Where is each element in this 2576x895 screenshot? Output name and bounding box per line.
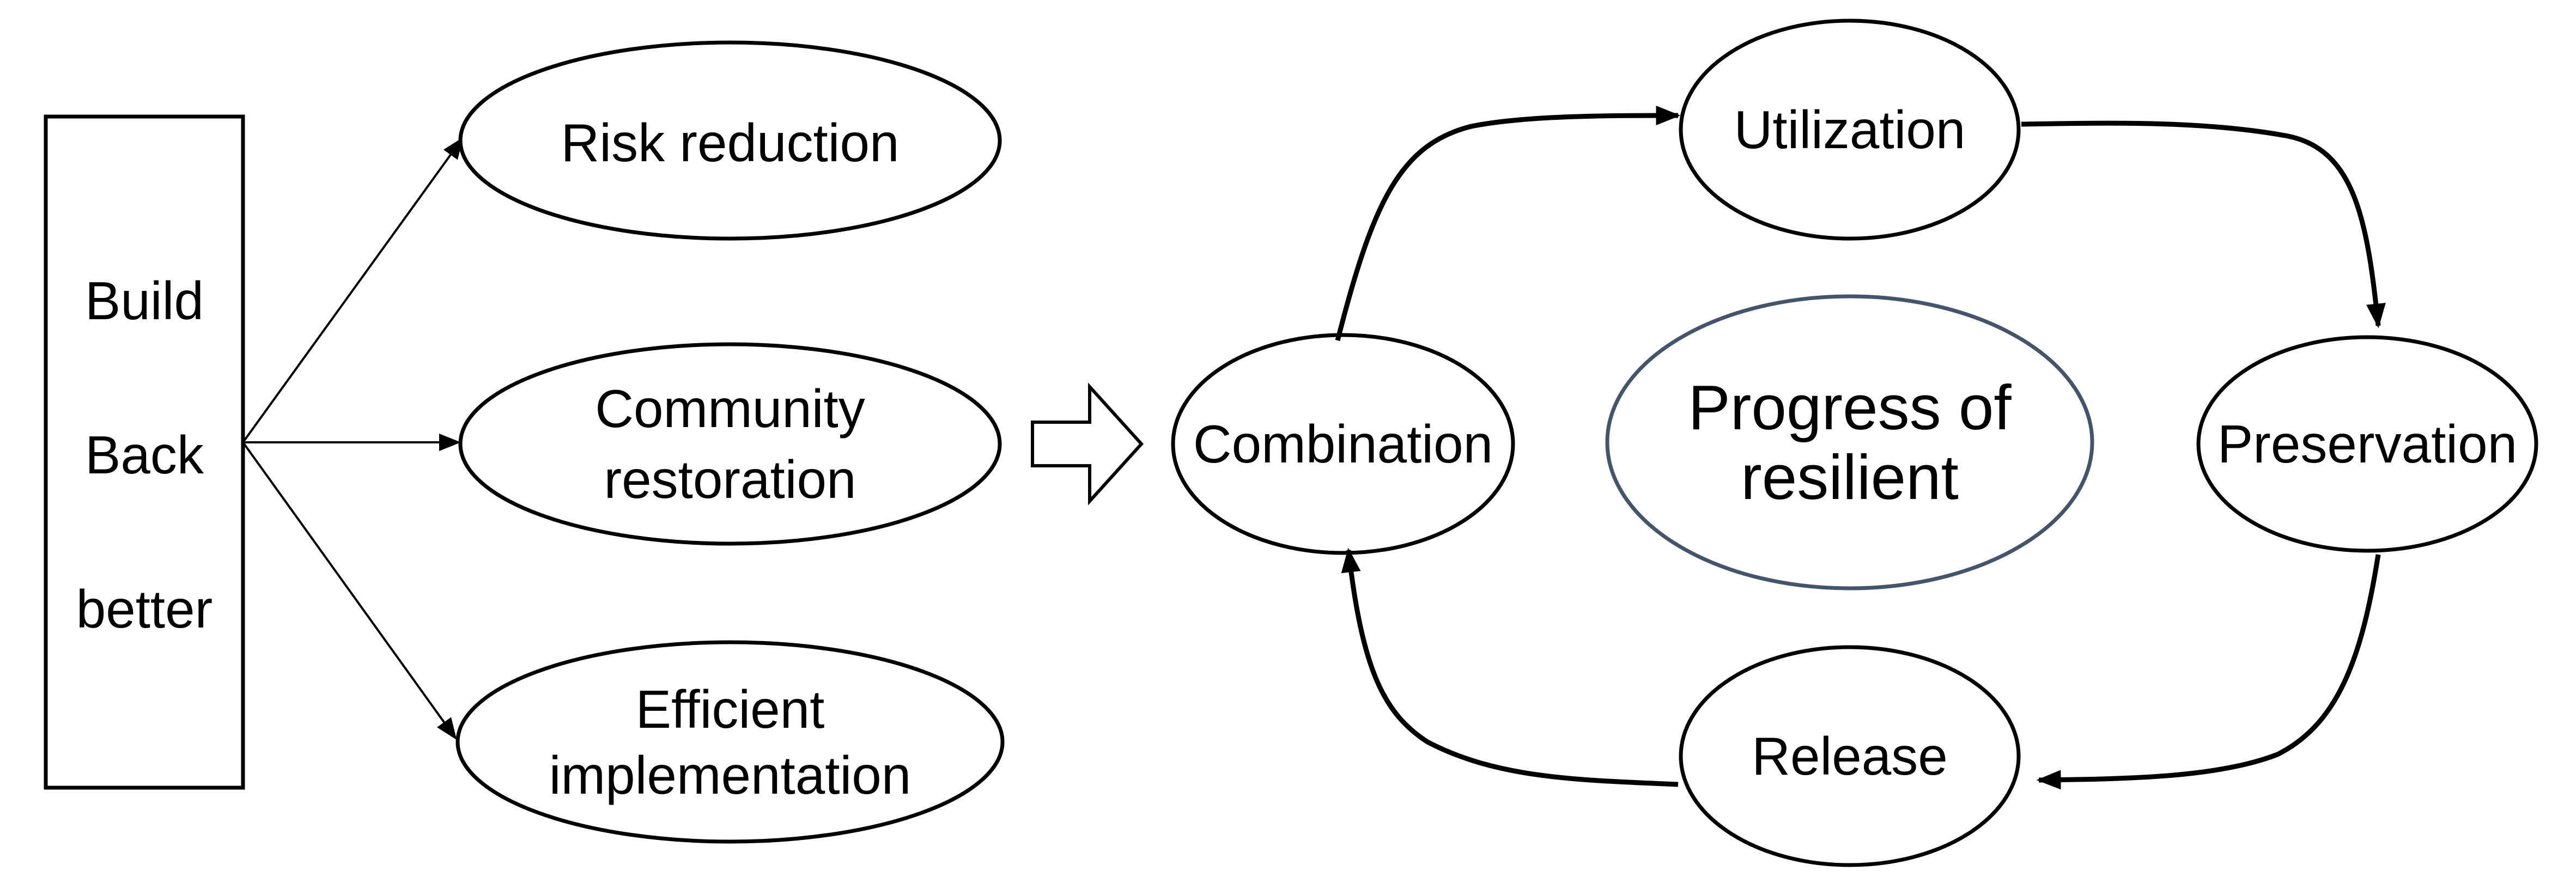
cycle-arrows xyxy=(1335,106,2386,790)
progress-of-resilient-ellipse xyxy=(1605,294,2094,590)
node-efficient-implementation: Efficient implementation xyxy=(455,640,1005,844)
efficient-implementation-label-line1: Efficient xyxy=(636,679,825,739)
release-ellipse xyxy=(1679,645,2021,867)
node-progress-of-resilient: Progress of resilient xyxy=(1605,294,2094,590)
box-label-line2: Back xyxy=(85,425,204,485)
arrow-release-to-combination xyxy=(1341,547,1679,787)
progress-of-resilient-label-line1: Progress of xyxy=(1688,372,2012,443)
community-restoration-label-line1: Community xyxy=(595,379,865,439)
node-community-restoration: Community restoration xyxy=(458,342,1002,546)
node-preservation: Preservation xyxy=(2196,335,2538,553)
arrow-utilization-to-preservation xyxy=(2021,120,2386,328)
preservation-ellipse xyxy=(2196,335,2538,553)
risk-reduction-ellipse xyxy=(458,40,1002,241)
risk-reduction-label: Risk reduction xyxy=(561,113,900,173)
build-back-better-rect xyxy=(44,114,245,790)
box-label-line3: better xyxy=(76,579,213,639)
node-utilization: Utilization xyxy=(1679,19,2021,241)
arrow-to-efficient-implementation xyxy=(242,441,457,740)
release-label: Release xyxy=(1752,726,1948,786)
arrow-preservation-to-release xyxy=(2036,554,2381,790)
block-arrow-right xyxy=(1031,382,1144,506)
arrow-to-risk-reduction xyxy=(242,137,464,443)
node-combination: Combination xyxy=(1171,333,1515,555)
efficient-implementation-label-line2: implementation xyxy=(549,745,912,805)
community-restoration-label-line2: restoration xyxy=(604,449,856,509)
node-release: Release xyxy=(1679,645,2021,867)
community-restoration-ellipse xyxy=(458,342,1002,546)
preservation-label: Preservation xyxy=(2217,414,2517,474)
combination-label: Combination xyxy=(1193,414,1493,474)
build-back-better-box: Build Back better xyxy=(44,114,245,790)
box-label-line1: Build xyxy=(85,271,204,331)
progress-of-resilient-label-line2: resilient xyxy=(1741,442,1959,513)
node-risk-reduction: Risk reduction xyxy=(458,40,1002,241)
efficient-implementation-ellipse xyxy=(455,640,1005,844)
utilization-ellipse xyxy=(1679,19,2021,241)
arrow-combination-to-utilization xyxy=(1335,106,1681,342)
utilization-label: Utilization xyxy=(1734,100,1966,160)
fanout-arrows xyxy=(242,137,464,740)
